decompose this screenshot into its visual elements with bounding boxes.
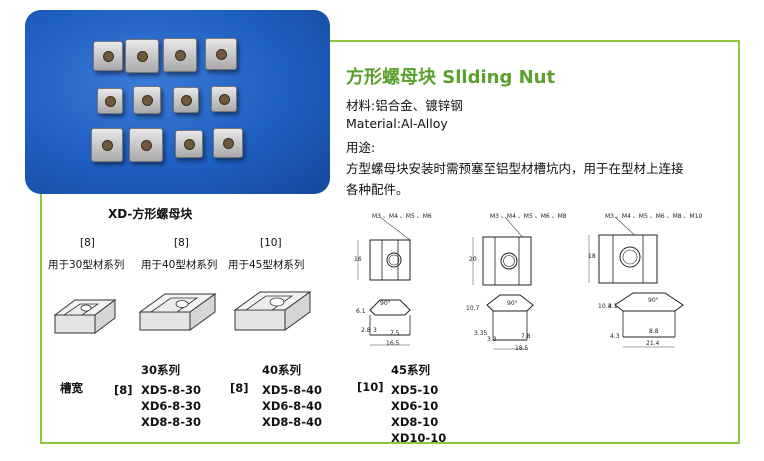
- dim-side: 6.1: [356, 308, 366, 315]
- nut-3d-drawing: [53, 299, 117, 334]
- thread-sizes: M3 、M4 、M5 、M6 、M8 、M10: [605, 213, 703, 220]
- nut-3d-drawing: [138, 293, 217, 331]
- dim-width: 21.4: [646, 340, 660, 347]
- series-slot: [8]: [114, 383, 133, 397]
- dim-side: 10.4: [598, 303, 612, 310]
- dim-d3: 8.8: [649, 328, 659, 335]
- series-model: XD5-8-40: [262, 383, 322, 397]
- dim-d1: 2.8: [361, 327, 371, 334]
- nut-image: [173, 87, 199, 113]
- nut-image: [213, 128, 243, 158]
- usage-line-2: 各种配件。: [346, 182, 409, 197]
- nut-image: [175, 130, 203, 158]
- technical-drawing: [357, 216, 411, 346]
- dim-d2: 3: [373, 327, 377, 334]
- product-photo: [25, 10, 330, 194]
- series-name: 30系列: [141, 363, 181, 377]
- thread-sizes: M3 、M4 、M5 、M6 、M8: [490, 213, 567, 220]
- dim-d2: 4.3: [610, 333, 620, 340]
- series-model: XD8-8-30: [141, 415, 201, 429]
- material-en: Material:Al-Alloy: [346, 116, 448, 131]
- series-model: XD6-8-30: [141, 399, 201, 413]
- variant-slot: [8]: [174, 237, 189, 249]
- variant-usage: 用于45型材系列: [228, 259, 305, 271]
- nut-image: [211, 86, 237, 112]
- dim-d3: 7.8: [521, 333, 531, 340]
- dim-d1: 3.35: [474, 330, 488, 337]
- series-model: XD6-10: [391, 399, 439, 413]
- variant-slot: [10]: [260, 237, 282, 249]
- dim-height: 16: [354, 256, 362, 263]
- nut-image: [93, 41, 123, 71]
- nut-3d-drawing: [233, 291, 312, 331]
- usage-line-1: 方型螺母块安装时需预塞至铝型材槽坑内，用于在型材上连接: [346, 161, 684, 176]
- dim-angle: 90°: [380, 300, 391, 307]
- section-title: XD-方形螺母块: [108, 207, 193, 221]
- series-name: 45系列: [391, 363, 431, 377]
- series-model: XD8-10: [391, 415, 439, 429]
- nut-image: [163, 38, 197, 72]
- material-cn: 材料:铝合金、镀锌钢: [346, 98, 463, 113]
- nut-image: [91, 128, 123, 162]
- dim-side: 10.7: [466, 305, 480, 312]
- variant-usage: 用于30型材系列: [48, 259, 125, 271]
- nut-image: [205, 38, 237, 70]
- series-slot: [8]: [230, 381, 249, 395]
- series-model: XD10-10: [391, 431, 447, 445]
- dim-d1: 3.1: [608, 303, 618, 310]
- slot-width-label: 槽宽: [60, 381, 83, 395]
- dim-height: 20: [469, 256, 477, 263]
- dim-height: 18: [588, 253, 596, 260]
- technical-drawing: [588, 216, 684, 348]
- nut-image: [125, 39, 159, 73]
- content-frame: [40, 40, 740, 444]
- series-name: 40系列: [262, 363, 302, 377]
- series-model: XD6-8-40: [262, 399, 322, 413]
- dim-angle: 90°: [648, 297, 659, 304]
- dim-d3: 7.5: [390, 330, 400, 337]
- dim-d2: 3.3: [487, 336, 497, 343]
- dim-width: 18.5: [515, 345, 529, 352]
- usage-label: 用途:: [346, 140, 376, 155]
- series-model: XD5-10: [391, 383, 439, 397]
- variant-slot: [8]: [80, 237, 95, 249]
- nut-image: [97, 88, 123, 114]
- thread-sizes: M3 、M4 、M5 、M6: [372, 213, 432, 220]
- nut-image: [129, 128, 163, 162]
- series-slot: [10]: [357, 380, 384, 394]
- dim-angle: 90°: [507, 300, 518, 307]
- dim-width: 16.5: [386, 340, 400, 347]
- variant-usage: 用于40型材系列: [141, 259, 218, 271]
- product-title: 方形螺母块 Sllding Nut: [346, 67, 556, 88]
- technical-drawing: [472, 216, 534, 350]
- nut-image: [133, 86, 161, 114]
- series-model: XD5-8-30: [141, 383, 201, 397]
- series-model: XD8-8-40: [262, 415, 322, 429]
